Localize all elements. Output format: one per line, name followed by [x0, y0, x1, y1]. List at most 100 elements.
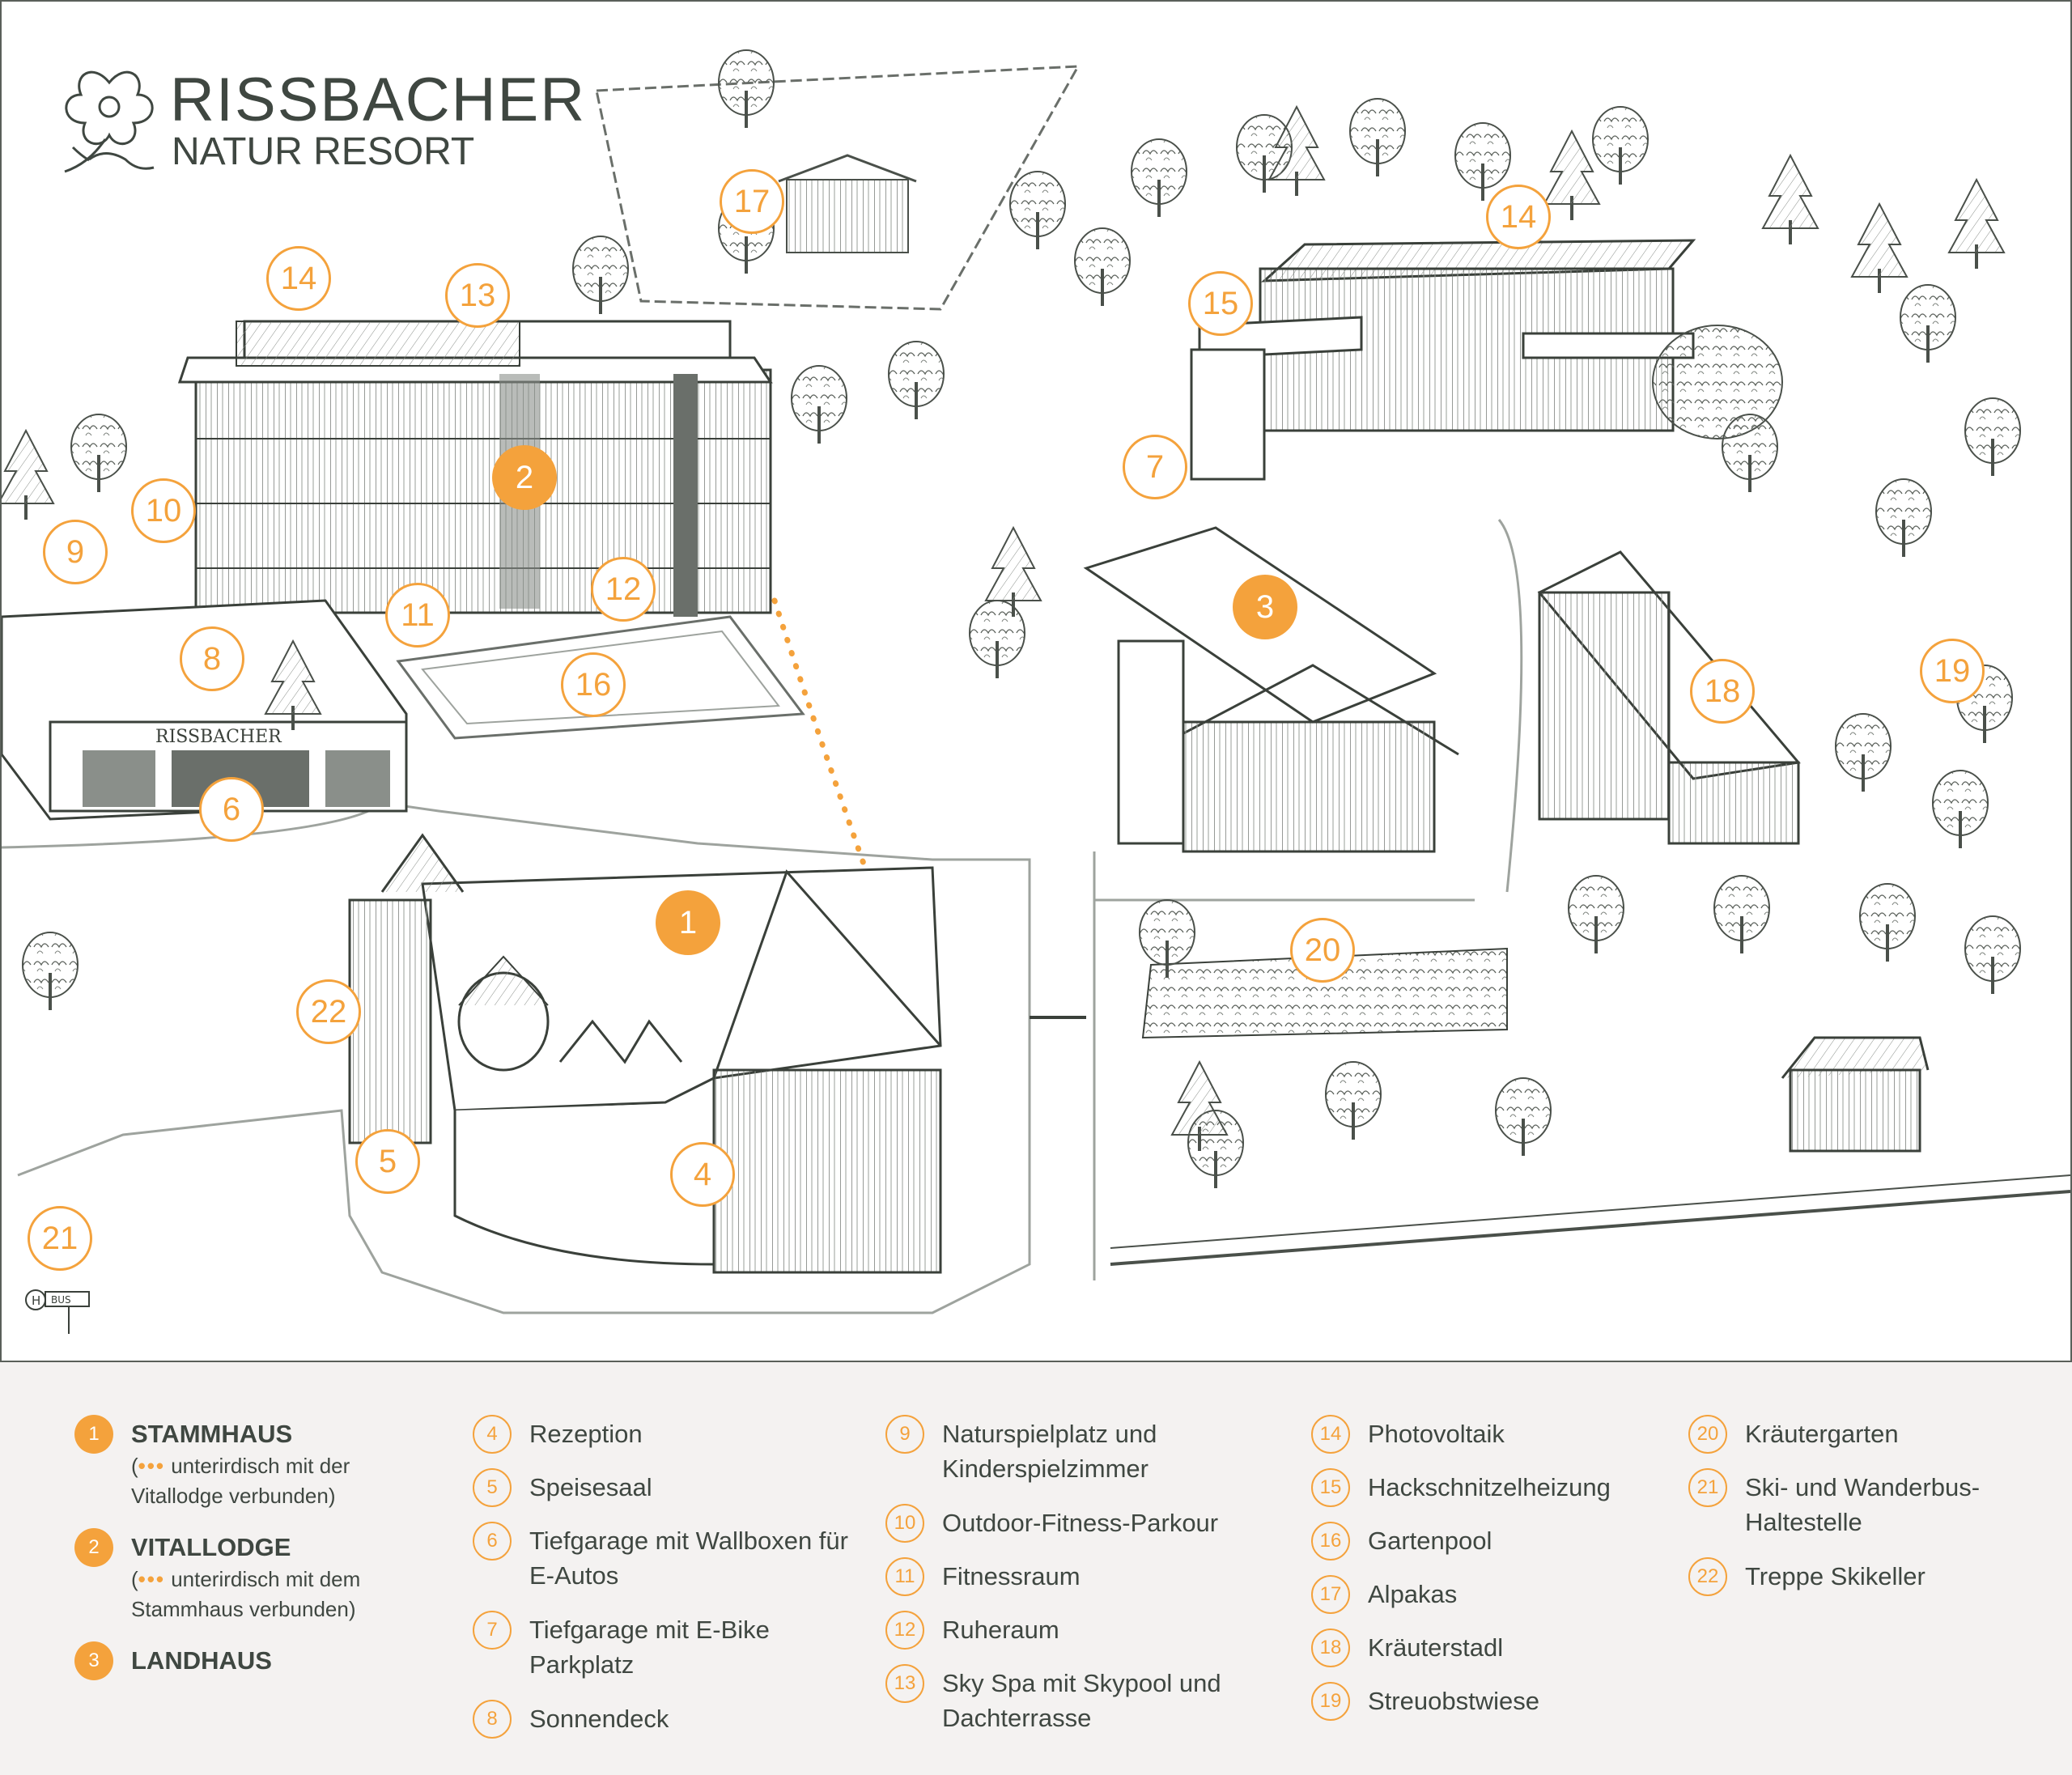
legend-badge-5: 5	[473, 1468, 512, 1507]
legend-item-13[interactable]: 13 Sky Spa mit Skypool und Dachterrasse	[885, 1664, 1290, 1753]
legend-label-fitnessraum: Fitnessraum	[942, 1562, 1081, 1590]
legend-badge-3: 3	[74, 1641, 113, 1680]
legend-note-vitallodge: (••• unterirdisch mit dem Stammhaus verb…	[131, 1567, 361, 1621]
legend-label-bus-haltestelle: Ski- und Wanderbus-Haltestelle	[1745, 1473, 1981, 1536]
legend-item-12[interactable]: 12 Ruheraum	[885, 1611, 1290, 1664]
legend-label-speisesaal: Speisesaal	[529, 1473, 652, 1501]
logo-subtitle: NATUR RESORT	[172, 130, 475, 173]
legend-item-18[interactable]: 18 Kräuterstadl	[1311, 1628, 1684, 1682]
map-illustration: RISSBACHER	[2, 49, 2070, 1314]
legend-badge-7: 7	[473, 1611, 512, 1650]
map-marker-17[interactable]: 17	[720, 169, 784, 234]
legend-label-stammhaus: STAMMHAUS	[131, 1420, 293, 1448]
legend-label-hackschnitzelheizung: Hackschnitzelheizung	[1368, 1473, 1611, 1501]
map-marker-19[interactable]: 19	[1920, 639, 1985, 703]
legend-item-5[interactable]: 5 Speisesaal	[473, 1468, 861, 1522]
legend-item-11[interactable]: 11 Fitnessraum	[885, 1557, 1290, 1611]
legend-label-sky-spa: Sky Spa mit Skypool und Dachterrasse	[942, 1669, 1221, 1732]
bus-stop-sign-icon: H BUS	[25, 1289, 90, 1334]
legend-badge-17: 17	[1311, 1575, 1350, 1614]
map-marker-7[interactable]: 7	[1123, 435, 1187, 499]
map-marker-3[interactable]: 3	[1233, 575, 1297, 639]
map-marker-4[interactable]: 4	[670, 1142, 735, 1207]
legend-item-4[interactable]: 4 Rezeption	[473, 1415, 861, 1468]
map-marker-1[interactable]: 1	[656, 890, 720, 955]
legend-label-treppe-skikeller: Treppe Skikeller	[1745, 1562, 1926, 1590]
legend-item-14[interactable]: 14 Photovoltaik	[1311, 1415, 1684, 1468]
map-legend: 1 STAMMHAUS (••• unterirdisch mit der Vi…	[0, 1362, 2072, 1775]
building-sign: RISSBACHER	[155, 727, 282, 747]
legend-badge-14: 14	[1311, 1415, 1350, 1454]
map-marker-13[interactable]: 13	[445, 263, 510, 328]
map-marker-16[interactable]: 16	[561, 652, 626, 717]
legend-item-6[interactable]: 6 Tiefgarage mit Wallboxen für E-Autos	[473, 1522, 861, 1611]
map-marker-9[interactable]: 9	[43, 520, 108, 584]
legend-badge-1: 1	[74, 1415, 113, 1454]
legend-item-20[interactable]: 20 Kräutergarten	[1688, 1415, 2028, 1468]
legend-badge-13: 13	[885, 1664, 924, 1703]
legend-label-outdoor-fitness: Outdoor-Fitness-Parkour	[942, 1509, 1219, 1537]
legend-badge-22: 22	[1688, 1557, 1727, 1596]
resort-map: RISSBACHER	[0, 0, 2072, 1362]
map-marker-6[interactable]: 6	[199, 777, 264, 842]
map-marker-15[interactable]: 15	[1188, 271, 1253, 336]
svg-text:H: H	[32, 1293, 40, 1308]
logo-title: RISSBACHER	[170, 66, 587, 134]
legend-note-stammhaus: (••• unterirdisch mit der Vitallodge ver…	[131, 1454, 350, 1508]
legend-badge-16: 16	[1311, 1522, 1350, 1561]
map-marker-22[interactable]: 22	[296, 979, 361, 1044]
legend-item-22[interactable]: 22 Treppe Skikeller	[1688, 1557, 2028, 1611]
flower-logo-icon	[64, 70, 155, 173]
legend-badge-4: 4	[473, 1415, 512, 1454]
legend-item-10[interactable]: 10 Outdoor-Fitness-Parkour	[885, 1504, 1290, 1557]
map-marker-18[interactable]: 18	[1690, 659, 1755, 724]
legend-badge-10: 10	[885, 1504, 924, 1543]
legend-label-kraeutergarten: Kräutergarten	[1745, 1420, 1899, 1448]
legend-label-landhaus: LANDHAUS	[131, 1646, 272, 1675]
legend-label-kraeuterstadl: Kräuterstadl	[1368, 1633, 1504, 1662]
map-marker-8[interactable]: 8	[180, 626, 244, 691]
map-marker-11[interactable]: 11	[385, 583, 450, 648]
legend-item-17[interactable]: 17 Alpakas	[1311, 1575, 1684, 1628]
legend-label-photovoltaik: Photovoltaik	[1368, 1420, 1505, 1448]
map-marker-5[interactable]: 5	[355, 1129, 420, 1194]
legend-item-1[interactable]: 1 STAMMHAUS (••• unterirdisch mit der Vi…	[74, 1415, 431, 1528]
legend-item-16[interactable]: 16 Gartenpool	[1311, 1522, 1684, 1575]
legend-item-3[interactable]: 3 LANDHAUS	[74, 1641, 431, 1690]
legend-item-9[interactable]: 9 Naturspielplatz und Kinderspielzimmer	[885, 1415, 1290, 1504]
legend-column-5: 20 Kräutergarten 21 Ski- und Wanderbus-H…	[1688, 1415, 2028, 1611]
legend-badge-19: 19	[1311, 1682, 1350, 1721]
legend-label-tiefgarage-ebike: Tiefgarage mit E-Bike Parkplatz	[529, 1616, 770, 1679]
legend-label-sonnendeck: Sonnendeck	[529, 1705, 669, 1733]
map-marker-21[interactable]: 21	[28, 1206, 92, 1271]
map-marker-14b[interactable]: 14	[1486, 185, 1551, 249]
legend-item-19[interactable]: 19 Streuobstwiese	[1311, 1682, 1684, 1735]
bus-sign-label: BUS	[51, 1294, 71, 1306]
legend-item-8[interactable]: 8 Sonnendeck	[473, 1700, 861, 1753]
legend-label-ruheraum: Ruheraum	[942, 1616, 1059, 1644]
legend-column-buildings: 1 STAMMHAUS (••• unterirdisch mit der Vi…	[74, 1415, 431, 1690]
legend-item-15[interactable]: 15 Hackschnitzelheizung	[1311, 1468, 1684, 1522]
legend-badge-6: 6	[473, 1522, 512, 1561]
map-marker-2[interactable]: 2	[492, 445, 557, 510]
legend-label-naturspielplatz: Naturspielplatz und Kinderspielzimmer	[942, 1420, 1157, 1483]
legend-item-21[interactable]: 21 Ski- und Wanderbus-Haltestelle	[1688, 1468, 2028, 1557]
legend-badge-18: 18	[1311, 1628, 1350, 1667]
map-marker-14[interactable]: 14	[266, 246, 331, 311]
legend-badge-21: 21	[1688, 1468, 1727, 1507]
legend-item-7[interactable]: 7 Tiefgarage mit E-Bike Parkplatz	[473, 1611, 861, 1700]
legend-badge-20: 20	[1688, 1415, 1727, 1454]
legend-badge-11: 11	[885, 1557, 924, 1596]
legend-column-4: 14 Photovoltaik 15 Hackschnitzelheizung …	[1311, 1415, 1684, 1735]
legend-column-3: 9 Naturspielplatz und Kinderspielzimmer …	[885, 1415, 1290, 1753]
legend-badge-12: 12	[885, 1611, 924, 1650]
map-marker-10[interactable]: 10	[131, 478, 196, 543]
legend-item-2[interactable]: 2 VITALLODGE (••• unterirdisch mit dem S…	[74, 1528, 431, 1641]
legend-badge-15: 15	[1311, 1468, 1350, 1507]
legend-badge-9: 9	[885, 1415, 924, 1454]
map-marker-12[interactable]: 12	[591, 557, 656, 622]
legend-label-tiefgarage-wallboxen: Tiefgarage mit Wallboxen für E-Autos	[529, 1527, 848, 1590]
legend-label-alpakas: Alpakas	[1368, 1580, 1458, 1608]
map-marker-20[interactable]: 20	[1290, 918, 1355, 983]
legend-column-2: 4 Rezeption 5 Speisesaal 6 Tiefgarage mi…	[473, 1415, 861, 1753]
